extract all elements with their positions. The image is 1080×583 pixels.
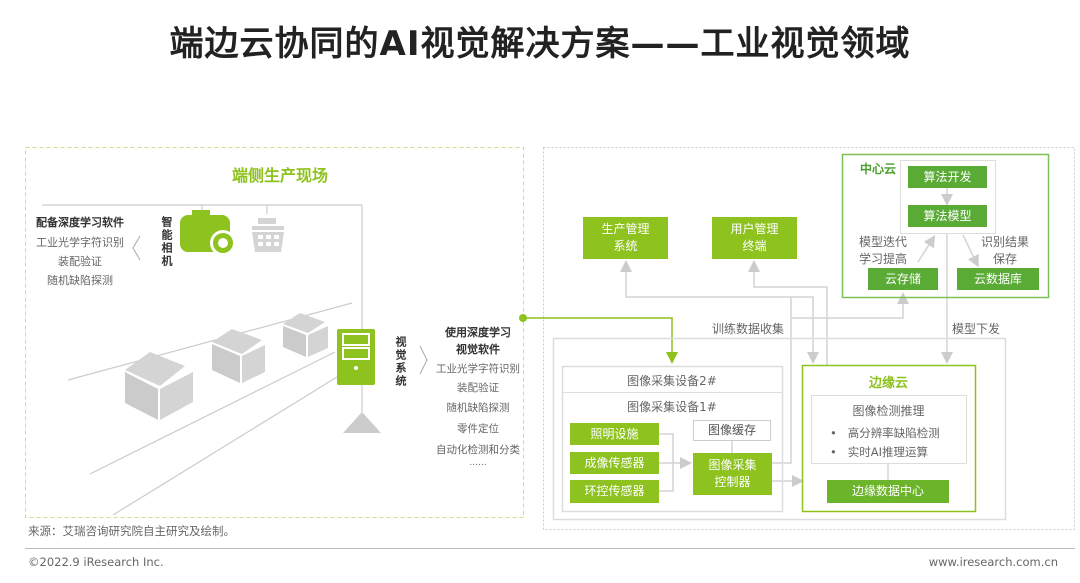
camera-software-title: 配备深度学习软件 — [36, 216, 124, 229]
edge-site-title: 端侧生产现场 — [231, 166, 328, 185]
camera-software-item: 工业光学字符识别 — [36, 236, 124, 249]
vision-software-title: 视觉软件 — [456, 343, 500, 356]
image-cache-box: 图像缓存 — [693, 420, 771, 441]
cloud-database-box: 云数据库 — [957, 268, 1039, 290]
vision-software-item: 随机缺陷探测 — [446, 402, 510, 414]
vision-software-item: 零件定位 — [457, 423, 499, 435]
camera-label: 智能相机 — [160, 216, 173, 268]
deploy-flow-label: 模型下发 — [952, 322, 1001, 336]
imaging-sensor-box: 成像传感器 — [570, 452, 659, 474]
user-mgmt-box: 用户管理终端 — [712, 217, 797, 259]
capture-device-2: 图像采集设备2# — [627, 374, 717, 388]
overhead-scanner-icon — [252, 218, 284, 252]
save-label: 保存 — [992, 252, 1017, 266]
footer-divider — [25, 548, 1075, 549]
vision-software-title: 使用深度学习 — [445, 326, 511, 339]
cloud-storage-box: 云存储 — [868, 268, 938, 290]
vision-system-icon — [337, 329, 381, 433]
env-sensor-box: 环控传感器 — [570, 480, 659, 503]
page-title: 端边云协同的AI视觉解决方案——工业视觉领域 — [169, 24, 911, 64]
iterate-label: 学习提高 — [858, 252, 907, 266]
inference-bullet: • 实时AI推理运算 — [830, 445, 929, 459]
vision-software-item: 自动化检测和分类 — [436, 444, 520, 456]
source-note: 来源：艾瑞咨询研究院自主研究及绘制。 — [28, 524, 235, 538]
algo-dev-box: 算法开发 — [908, 166, 987, 188]
lower-frame — [552, 337, 1007, 521]
boxes-icon — [125, 313, 328, 420]
lighting-box: 照明设施 — [570, 423, 659, 445]
capture-controller-box: 图像采集控制器 — [693, 453, 772, 495]
center-cloud-frame — [841, 153, 1050, 299]
vision-software-item: ...... — [469, 458, 487, 468]
vision-software-item: 装配验证 — [457, 382, 499, 394]
copyright: ©2022.9 iResearch Inc. — [28, 555, 164, 569]
production-mgmt-box: 生产管理系统 — [583, 217, 668, 259]
website-link[interactable]: www.iresearch.com.cn — [928, 555, 1058, 569]
vision-label: 视觉系统 — [394, 336, 407, 388]
save-label: 识别结果 — [980, 235, 1029, 249]
train-flow-label: 训练数据收集 — [712, 322, 785, 336]
vision-software-item: 工业光学字符识别 — [436, 363, 520, 375]
camera-icon — [180, 210, 236, 256]
cloud-frame — [543, 147, 1075, 530]
inference-title: 图像检测推理 — [852, 404, 925, 418]
capture-device-1: 图像采集设备1# — [627, 400, 717, 414]
capture-frame — [561, 365, 784, 513]
center-cloud-label: 中心云 — [860, 162, 897, 176]
camera-software-item: 随机缺陷探测 — [47, 274, 113, 287]
algo-model-box: 算法模型 — [908, 205, 987, 227]
edge-cloud-label: 边缘云 — [868, 376, 908, 391]
iterate-label: 模型迭代 — [858, 235, 907, 249]
edge-datacenter-box: 边缘数据中心 — [827, 480, 949, 503]
edge-cloud-frame — [801, 364, 977, 513]
edge-site-frame — [25, 147, 524, 518]
inference-bullet: • 高分辨率缺陷检测 — [830, 426, 940, 440]
camera-software-item: 装配验证 — [58, 255, 102, 268]
